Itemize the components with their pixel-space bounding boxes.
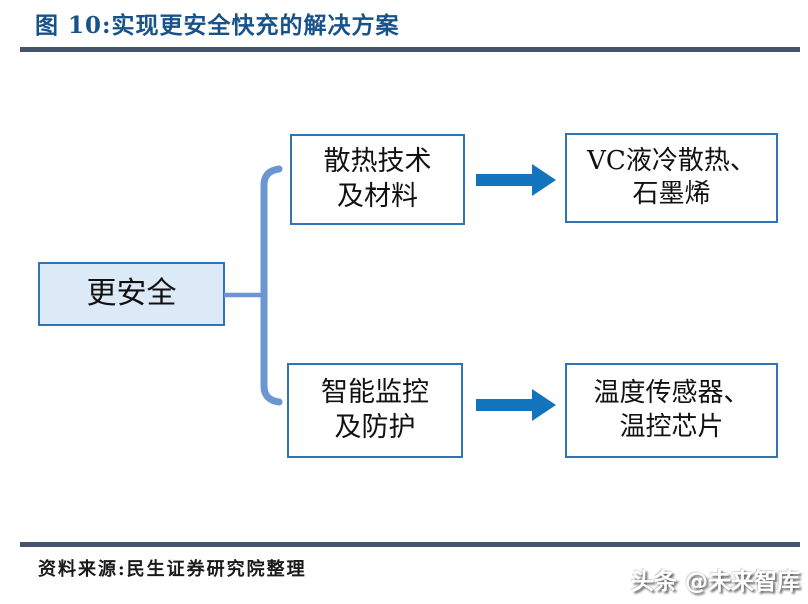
figure-title: 图 10:实现更安全快充的解决方案: [35, 12, 400, 39]
right-arrow-icon: [476, 164, 556, 196]
category-node-label: 散热技术 及材料: [323, 145, 432, 212]
result-node-monitoring: 温度传感器、 温控芯片: [565, 363, 778, 458]
category-node-monitoring: 智能监控 及防护: [287, 363, 463, 458]
bracket-connector-icon: [224, 165, 283, 406]
result-node-label: 温度传感器、 温控芯片: [593, 378, 750, 442]
result-node-label: VC液冷散热、 石墨烯: [587, 145, 756, 209]
result-node-thermal: VC液冷散热、 石墨烯: [565, 133, 778, 223]
right-arrow-icon: [476, 389, 556, 421]
category-node-thermal: 散热技术 及材料: [290, 134, 465, 225]
root-node-label: 更安全: [86, 275, 177, 311]
watermark-toutiao: 头条 @未来智库: [630, 569, 800, 595]
root-node-safer: 更安全: [38, 262, 225, 326]
source-attribution: 资料来源:民生证券研究院整理: [38, 559, 307, 580]
bottom-divider: [20, 542, 800, 547]
category-node-label: 智能监控 及防护: [321, 376, 429, 443]
top-divider: [20, 47, 800, 52]
